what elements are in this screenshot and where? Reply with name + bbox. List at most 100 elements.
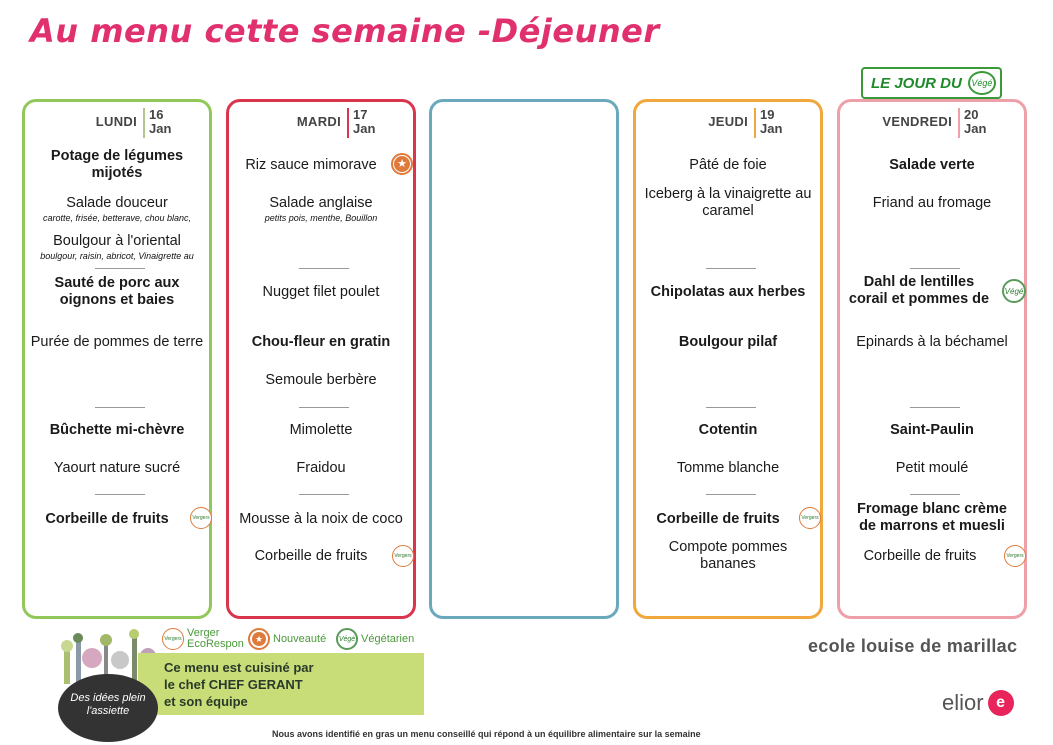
day-name: LUNDI <box>95 114 137 129</box>
menu-item: Sauté de porc aux oignons et baies <box>54 275 180 308</box>
menu-item-detail: petits pois, menthe, Bouillon <box>264 213 378 223</box>
menu-item: Boulgour à l'oriental <box>53 233 181 249</box>
day-month: Jan <box>149 121 172 136</box>
legend-verger: Vergers Verger EcoRespon <box>162 627 244 651</box>
separator <box>910 407 960 408</box>
day-divider <box>754 108 756 138</box>
separator <box>95 268 145 269</box>
day-name: MARDI <box>296 114 341 129</box>
menu-item: Petit moulé <box>895 460 969 476</box>
menu-item: Chipolatas aux herbes <box>650 284 806 300</box>
separator <box>299 268 349 269</box>
menu-item: Epinards à la béchamel <box>856 334 1008 350</box>
menu-item: Salade douceur <box>66 195 168 211</box>
legend-label: Nouveauté <box>273 633 327 645</box>
separator <box>910 268 960 269</box>
menu-item: Mousse à la noix de coco <box>239 511 403 527</box>
menu-item: Semoule berbère <box>265 372 377 388</box>
separator <box>299 494 349 495</box>
menu-item: Corbeille de fruits <box>254 548 368 564</box>
menu-item: Corbeille de fruits <box>863 548 977 564</box>
verger-icon: Vergers <box>190 507 212 529</box>
menu-item: Cotentin <box>698 422 758 438</box>
menu-item: Bûchette mi-chèvre <box>49 422 185 438</box>
separator <box>706 268 756 269</box>
menu-item-detail: boulgour, raisin, abricot, Vinaigrette a… <box>40 251 194 261</box>
separator <box>706 407 756 408</box>
menu-item: Boulgour pilaf <box>678 334 778 350</box>
vege-icon: Végé <box>1002 279 1026 303</box>
menu-item: Potage de légumes mijotés <box>50 148 184 181</box>
day-divider <box>143 108 145 138</box>
day-number: 19 <box>760 107 775 122</box>
nouveaute-icon: ★ <box>248 628 270 650</box>
menu-item: Iceberg à la vinaigrette au caramel <box>644 186 812 219</box>
menu-item: Mimolette <box>289 422 353 438</box>
chef-line: et son équipe <box>164 694 248 709</box>
vege-icon: Végé <box>336 628 358 650</box>
menu-item: Friand au fromage <box>872 195 992 211</box>
menu-item: Corbeille de fruits <box>45 511 169 527</box>
menu-item: Riz sauce mimorave <box>245 157 377 173</box>
day-divider <box>347 108 349 138</box>
jour-vege-label: LE JOUR DU <box>871 74 962 92</box>
page-title: Au menu cette semaine -Déjeuner <box>30 12 660 50</box>
menu-item: Saint-Paulin <box>890 422 974 438</box>
menu-item: Salade anglaise <box>269 195 373 211</box>
chef-box: Ce menu est cuisiné par le chef CHEF GER… <box>138 653 424 715</box>
separator <box>95 407 145 408</box>
day-month: Jan <box>760 121 783 136</box>
menu-item: Pâté de foie <box>689 157 767 173</box>
verger-icon: Vergers <box>162 628 184 650</box>
day-month: Jan <box>353 121 376 136</box>
separator <box>299 407 349 408</box>
menu-item-detail: carotte, frisée, betterave, chou blanc, <box>42 213 192 223</box>
separator <box>95 494 145 495</box>
menu-item: Yaourt nature sucré <box>53 460 181 476</box>
menu-item: Corbeille de fruits <box>656 511 780 527</box>
legend-vegetarien: Végé Végétarien <box>336 627 414 651</box>
jour-vege-banner: LE JOUR DU Végé <box>861 67 1002 99</box>
legend-nouveaute: ★ Nouveauté <box>248 627 326 651</box>
menu-item: Purée de pommes de terre <box>30 334 204 350</box>
separator <box>706 494 756 495</box>
footer-note: Nous avons identifié en gras un menu con… <box>272 729 701 739</box>
day-month: Jan <box>964 121 987 136</box>
chef-line: Ce menu est cuisiné par <box>164 660 314 675</box>
day-divider <box>958 108 960 138</box>
menu-item: Chou-fleur en gratin <box>251 334 391 350</box>
menu-item: Tomme blanche <box>676 460 780 476</box>
menu-item: Compote pommes bananes <box>668 539 788 572</box>
menu-item: Fraidou <box>296 460 346 476</box>
legend-label: Verger EcoRespon <box>187 627 244 650</box>
verger-icon: Vergers <box>799 507 821 529</box>
legend-label: Végétarien <box>361 633 415 645</box>
day-number: 20 <box>964 107 979 122</box>
verger-icon: Vergers <box>392 545 414 567</box>
elior-logo: elior e <box>942 690 1014 716</box>
nouveaute-icon: ★ <box>391 153 413 175</box>
day-name: VENDREDI <box>882 114 952 129</box>
menu-item: Dahl de lentilles corail et pommes de <box>848 274 990 307</box>
separator <box>910 494 960 495</box>
day-number: 17 <box>353 107 368 122</box>
elior-icon: e <box>987 690 1014 716</box>
day-number: 16 <box>149 107 164 122</box>
menu-item: Salade verte <box>889 157 975 173</box>
chef-line: le chef CHEF GERANT <box>164 677 303 692</box>
school-name: ecole louise de marillac <box>808 636 1018 656</box>
day-card-empty <box>429 99 619 619</box>
day-name: JEUDI <box>708 114 748 129</box>
menu-item: Fromage blanc crème de marrons et muesli <box>857 501 1007 534</box>
verger-icon: Vergers <box>1004 545 1026 567</box>
vege-icon: Végé <box>967 71 996 95</box>
idees-logo: Des idées plein l'assiette <box>58 674 158 742</box>
